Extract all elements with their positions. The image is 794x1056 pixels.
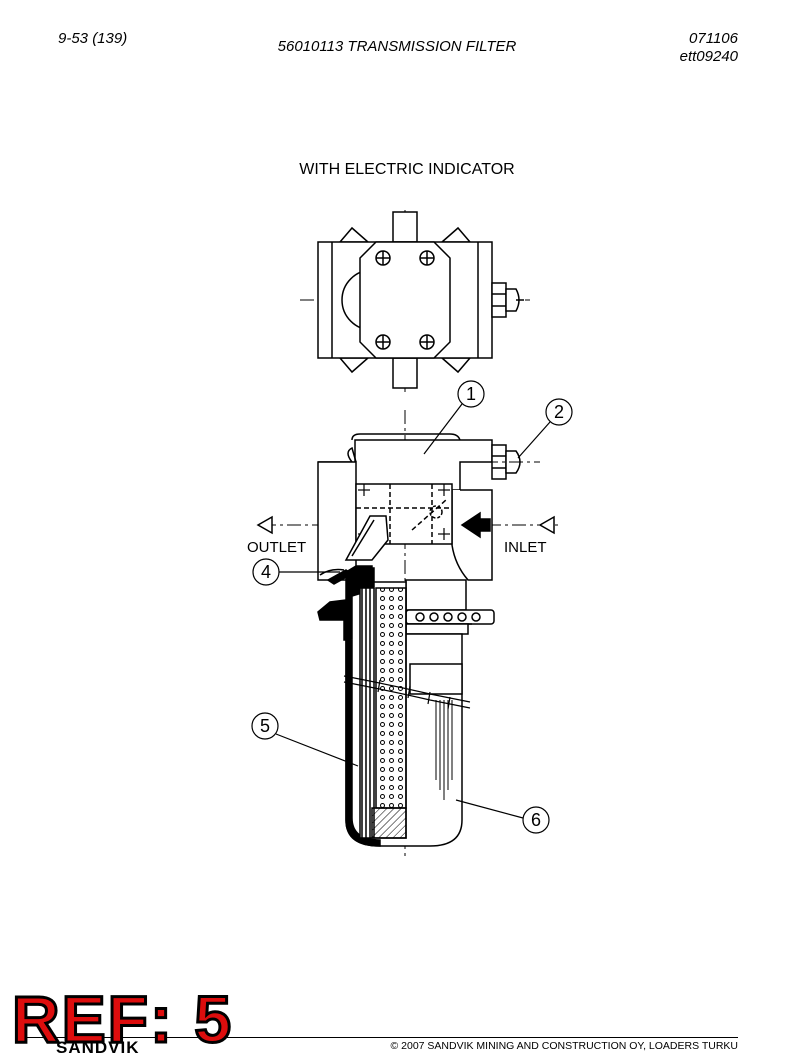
callout-2: 2 xyxy=(517,398,573,459)
copyright-text: © 2007 SANDVIK MINING AND CONSTRUCTION O… xyxy=(390,1040,738,1052)
outlet-label: OUTLET xyxy=(247,539,306,556)
top-view xyxy=(300,210,530,392)
document-title: 56010113 TRANSMISSION FILTER xyxy=(277,38,517,55)
callout-5: 5 xyxy=(251,712,359,767)
callout-6: 6 xyxy=(455,799,550,834)
svg-text:4: 4 xyxy=(261,562,271,582)
page-number: 9-53 (139) xyxy=(58,30,128,47)
svg-text:5: 5 xyxy=(260,716,270,736)
date-code: 071106 xyxy=(689,30,738,47)
callout-1: 1 xyxy=(423,380,485,455)
ref-stamp: REF: 5 xyxy=(10,982,234,1056)
inlet-label: INLET xyxy=(504,539,547,556)
drawing-code: ett09240 xyxy=(679,48,738,65)
svg-text:6: 6 xyxy=(531,810,541,830)
front-view xyxy=(256,410,560,860)
diagram-title: WITH ELECTRIC INDICATOR xyxy=(299,161,514,178)
callout-4: 4 xyxy=(252,558,340,586)
callouts: 1 2 4 5 6 xyxy=(251,380,573,834)
brand-logo: SANDVIK xyxy=(56,1040,140,1053)
svg-text:2: 2 xyxy=(554,402,564,422)
footer-divider xyxy=(20,1037,738,1038)
svg-text:1: 1 xyxy=(466,384,476,404)
